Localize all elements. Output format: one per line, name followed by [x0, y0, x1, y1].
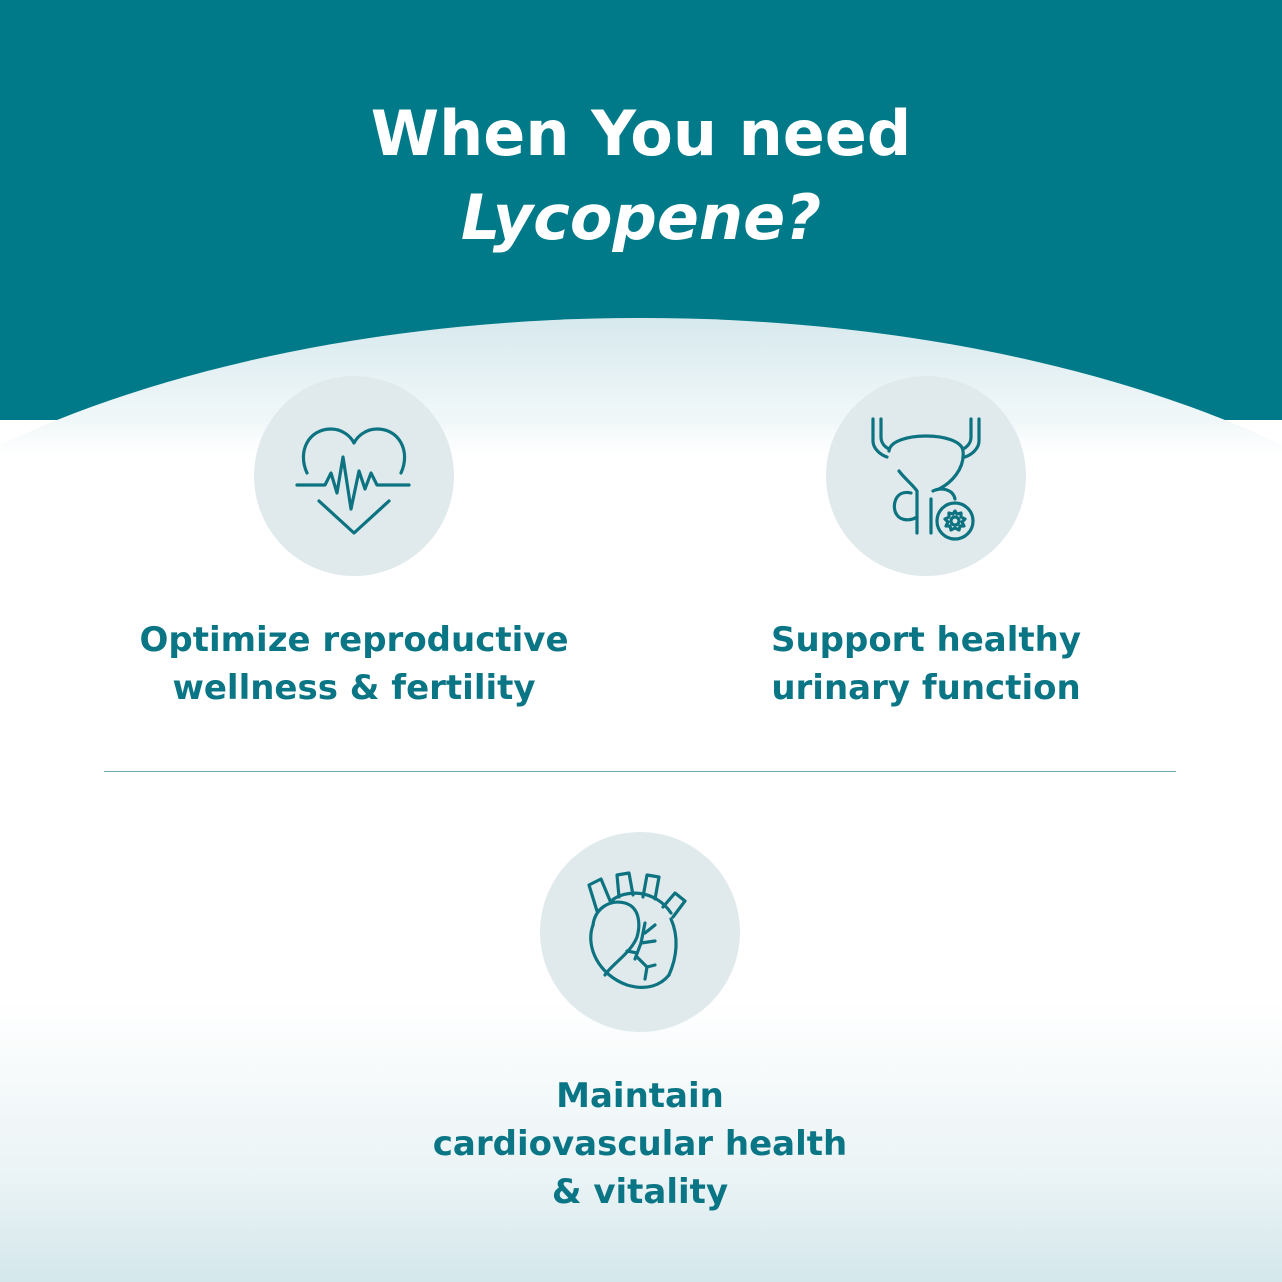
- benefit-icon-circle-cardiovascular: [540, 832, 740, 1032]
- anatomical-heart-icon: [587, 871, 687, 989]
- caption-line: Maintain: [556, 1076, 724, 1116]
- section-divider: [104, 771, 1176, 772]
- caption-line: cardiovascular health: [432, 1124, 848, 1164]
- caption-line: & vitality: [551, 1172, 729, 1212]
- title-line-1: When You need: [370, 97, 912, 170]
- caption-line: Support healthy: [770, 620, 1082, 660]
- heartbeat-icon: [295, 427, 411, 535]
- caption-line: wellness & fertility: [172, 668, 536, 708]
- title-line-2: Lycopene?: [460, 181, 822, 254]
- caption-line: urinary function: [771, 668, 1081, 708]
- benefit-caption-reproductive: Optimize reproductive wellness & fertili…: [64, 616, 644, 712]
- page-title: When You need Lycopene?: [0, 92, 1282, 260]
- benefit-caption-cardiovascular: Maintain cardiovascular health & vitalit…: [340, 1072, 940, 1216]
- benefit-icon-circle-reproductive: [254, 376, 454, 576]
- benefit-icon-circle-urinary: [826, 376, 1026, 576]
- caption-line: Optimize reproductive: [139, 620, 569, 660]
- urinary-system-icon: [871, 417, 981, 541]
- benefit-caption-urinary: Support healthy urinary function: [636, 616, 1216, 712]
